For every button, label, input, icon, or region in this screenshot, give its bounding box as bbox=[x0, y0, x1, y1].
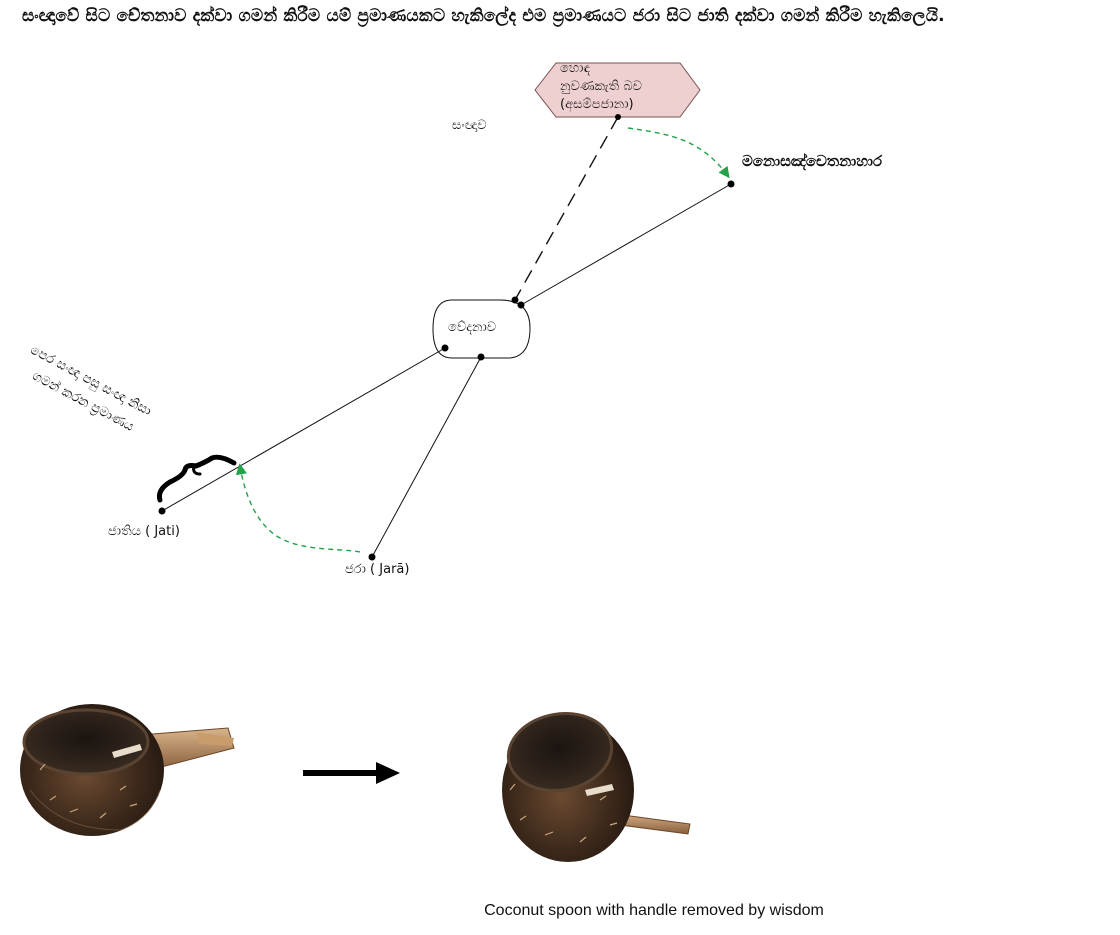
green-arrow-to-jati-line bbox=[235, 463, 361, 553]
coconut-spoon-with-handle-image bbox=[20, 704, 235, 836]
vedana-label: වේදනාව bbox=[448, 320, 497, 335]
hexagon-line-2: නුවණකැති බව bbox=[560, 79, 643, 94]
hexagon-line-1: හොඳ bbox=[560, 61, 590, 76]
jara-label: ජරා ( Jarā) bbox=[345, 562, 410, 577]
hexagon-line-3: (අසම්පජානා) bbox=[560, 97, 634, 112]
vedana-dot-left bbox=[441, 344, 449, 352]
green-arrow-to-mano bbox=[627, 127, 730, 179]
jara-to-vedana-line bbox=[371, 356, 482, 558]
hexagon-text: හොඳ නුවණකැති බව (අසම්පජානා) bbox=[560, 60, 642, 114]
sanna-dashed-line bbox=[514, 116, 619, 301]
vedana-dot-bottom bbox=[477, 353, 485, 361]
jati-dot bbox=[158, 507, 166, 515]
vedana-to-mano-line bbox=[520, 183, 732, 306]
mano-dot bbox=[727, 180, 735, 188]
page-heading: සංඥාවේ සිට චේතනාව දක්වා ගමන් කිරීම යම් ප… bbox=[22, 6, 945, 26]
curly-brace-tip bbox=[192, 464, 202, 476]
vedana-node bbox=[432, 299, 531, 359]
transform-arrow-head bbox=[376, 762, 400, 784]
sanna-label: සංඥාව bbox=[452, 118, 487, 133]
curly-brace-icon bbox=[157, 454, 237, 503]
wisdom-hexagon bbox=[534, 62, 701, 118]
jati-to-vedana-line bbox=[161, 347, 446, 512]
jati-label: ජාතිය ( Jati) bbox=[108, 524, 180, 539]
jara-dot bbox=[368, 553, 376, 561]
image-caption: Coconut spoon with handle removed by wis… bbox=[484, 902, 824, 919]
vedana-dot-top-right bbox=[517, 301, 525, 309]
hexagon-dot bbox=[615, 114, 621, 120]
mano-label: මනොසඤ්චෙතනාහාර bbox=[742, 152, 883, 170]
vedana-dot-top-left bbox=[511, 296, 519, 304]
coconut-spoon-handle-removed-image bbox=[502, 712, 691, 862]
